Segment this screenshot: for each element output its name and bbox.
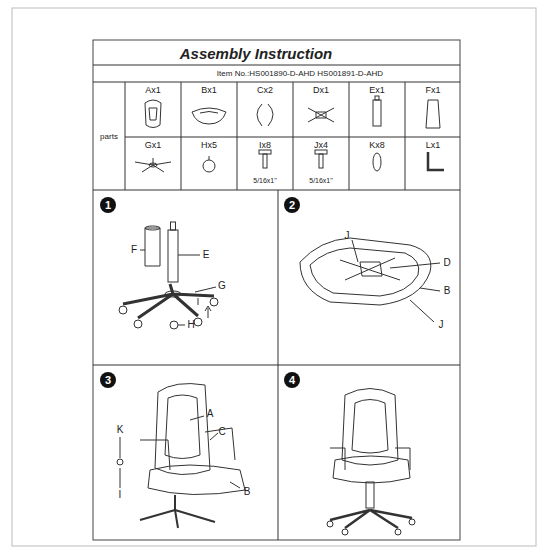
callout-letter: G — [218, 281, 226, 291]
part-count: Kx8 — [369, 141, 385, 150]
row-label: parts — [100, 133, 118, 141]
part-count: Jx4 — [314, 141, 328, 150]
part-count: Cx2 — [257, 86, 273, 95]
part-count: Ix8 — [259, 141, 271, 150]
sheet-title: Assembly Instruction — [180, 45, 333, 62]
callout-letter: A — [207, 409, 214, 419]
item-number: Item No.:HS001890-D-AHD HS001891-D-AHD — [217, 70, 383, 78]
bolt-size: 5/16x1" — [309, 177, 333, 184]
part-count: Dx1 — [313, 86, 329, 95]
callout-letter: C — [218, 427, 225, 437]
callout-letter: H — [187, 320, 194, 330]
callout-letter: K — [117, 425, 124, 435]
step-number: 3 — [105, 375, 111, 386]
part-count: Bx1 — [201, 86, 217, 95]
callout-letter: I — [119, 490, 122, 500]
callout-letter: E — [203, 250, 210, 260]
callout-letter: B — [244, 487, 251, 497]
part-count: Fx1 — [425, 86, 440, 95]
part-count: Ax1 — [145, 86, 161, 95]
callout-letter: J — [345, 231, 350, 241]
part-count: Ex1 — [369, 86, 385, 95]
part-count: Gx1 — [145, 141, 162, 150]
part-count: Hx5 — [201, 141, 217, 150]
step-number: 1 — [105, 200, 111, 211]
callout-letter: B — [444, 286, 451, 296]
bolt-size: 5/16x1" — [253, 177, 277, 184]
part-count: Lx1 — [426, 141, 441, 150]
callout-letter: J — [439, 320, 444, 330]
callout-letter: F — [131, 245, 137, 255]
step-number: 4 — [289, 375, 295, 386]
callout-letter: D — [443, 258, 450, 268]
step-number: 2 — [289, 200, 295, 211]
